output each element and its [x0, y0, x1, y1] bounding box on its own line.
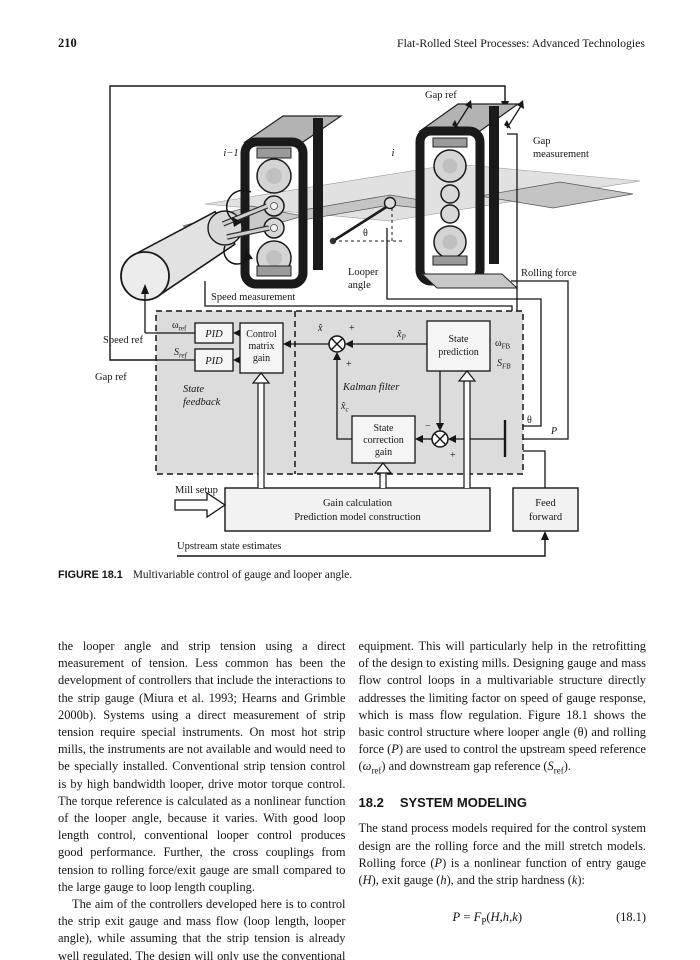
svg-text:gain: gain — [375, 447, 392, 458]
section-heading: 18.2 SYSTEM MODELING — [359, 794, 647, 811]
mill-setup-arrow — [174, 491, 227, 519]
mill-illustration: i−1 — [120, 100, 641, 301]
mill-stand-right — [415, 100, 524, 289]
page-number: 210 — [58, 36, 77, 50]
gap-ref-top-label: Gap ref — [425, 90, 457, 101]
gap-ref-left-label: Gap ref — [95, 372, 127, 383]
block-pid-speed: PID — [194, 322, 234, 344]
minus-label: − — [425, 421, 431, 432]
gap-measurement-label-1: Gap — [533, 136, 551, 147]
block-pid-gap: PID — [194, 348, 234, 372]
figure-caption: FIGURE 18.1 Multivariable control of gaug… — [58, 569, 646, 581]
svg-text:matrix: matrix — [248, 341, 274, 352]
omega-fb-label: ωFB — [495, 338, 510, 351]
section-number: 18.2 — [358, 795, 384, 811]
running-title: Flat-Rolled Steel Processes: Advanced Te… — [397, 36, 645, 50]
left-paragraph-1: the looper angle and strip tension using… — [58, 639, 346, 894]
summing-junction-1 — [328, 335, 346, 353]
block-control-matrix-gain: Control matrix gain — [239, 322, 284, 374]
rolling-force-label: Rolling force — [521, 268, 577, 279]
stand-right-label: i — [392, 148, 395, 159]
mill-setup-label: Mill setup — [175, 485, 218, 496]
figure-18-1: Gap ref — [55, 76, 700, 566]
section-title: SYSTEM MODELING — [399, 795, 527, 811]
s-ref-label: Sref — [174, 347, 188, 360]
figure-caption-text: Multivariable control of gauge and loope… — [132, 569, 353, 581]
p-bus-label: P — [550, 426, 557, 437]
looper — [329, 196, 403, 245]
right-column: equipment. This will particularly help i… — [359, 638, 647, 960]
body-text: the looper angle and strip tension using… — [58, 638, 646, 960]
left-column: the looper angle and strip tension using… — [58, 638, 346, 960]
svg-text:State: State — [374, 423, 395, 434]
plus-sum2-label: + — [450, 450, 456, 461]
summing-junction-2 — [431, 430, 449, 448]
block-feed-forward: Feed forward — [512, 487, 579, 532]
svg-text:Gain calculation: Gain calculation — [323, 498, 393, 509]
svg-text:correction: correction — [363, 435, 404, 446]
equation-number: (18.1) — [616, 910, 646, 925]
drive-motor — [120, 189, 270, 301]
kalman-filter-label: Kalman filter — [342, 382, 400, 393]
looper-angle-label-1: Looper — [348, 267, 379, 278]
speed-ref-label: Speed ref — [103, 335, 143, 346]
stand-left-label: i−1 — [223, 148, 238, 159]
rotation-arrow-lower — [223, 245, 250, 265]
state-feedback-label-1: State — [183, 384, 204, 395]
right-paragraph-1: equipment. This will particularly help i… — [358, 639, 647, 776]
block-state-correction-gain: State correction gain — [351, 415, 416, 464]
upstream-label: Upstream state estimates — [177, 541, 281, 552]
block-gain-calculation: Gain calculation Prediction model constr… — [224, 487, 491, 532]
svg-text:State: State — [449, 334, 470, 345]
svg-text:prediction: prediction — [438, 347, 479, 358]
theta-mill-label: θ — [363, 228, 368, 239]
state-feedback-label-2: feedback — [183, 397, 221, 408]
svg-text:PID: PID — [204, 329, 223, 340]
block-lines — [144, 294, 507, 457]
running-header: 210 Flat-Rolled Steel Processes: Advance… — [0, 0, 700, 51]
block-state-prediction: State prediction — [426, 320, 491, 372]
xhat-c-label: x̂c — [340, 401, 349, 414]
figure-18-1-diagram: Gap ref — [95, 85, 641, 557]
plus-bottom-label: + — [346, 359, 352, 370]
gain-update-arrows — [251, 370, 477, 488]
looper-angle-label-2: angle — [348, 280, 371, 291]
equation-row: P = FP(H,h,k) (18.1) — [359, 909, 647, 931]
theta-bus-label: θ — [527, 415, 532, 426]
xhat-p-label: x̂P — [396, 329, 406, 342]
right-paragraph-2: The stand process models required for th… — [358, 821, 647, 887]
left-paragraph-2: The aim of the controllers developed her… — [58, 897, 346, 960]
svg-text:Prediction model construction: Prediction model construction — [294, 512, 421, 523]
upstream-line — [177, 539, 546, 557]
gap-measurement-label-2: measurement — [533, 149, 589, 160]
gap-ref-feedback-line — [109, 85, 506, 361]
s-fb-label: SFB — [497, 358, 511, 371]
svg-text:forward: forward — [529, 512, 563, 523]
omega-ref-label: ωref — [172, 320, 187, 333]
svg-text:PID: PID — [204, 356, 223, 367]
strip-exit-sheet — [479, 181, 634, 209]
svg-text:gain: gain — [253, 353, 270, 364]
figure-caption-label: FIGURE 18.1 — [58, 569, 123, 581]
svg-text:Control: Control — [246, 329, 277, 340]
plus-top-label: + — [349, 323, 355, 334]
svg-text:Feed: Feed — [535, 498, 556, 509]
xhat-label: x̂ — [317, 323, 323, 334]
speed-measurement-label: Speed measurement — [211, 292, 295, 303]
equation-18-1: P = FP(H,h,k) — [452, 910, 523, 927]
rotation-arrow-upper — [226, 189, 252, 223]
